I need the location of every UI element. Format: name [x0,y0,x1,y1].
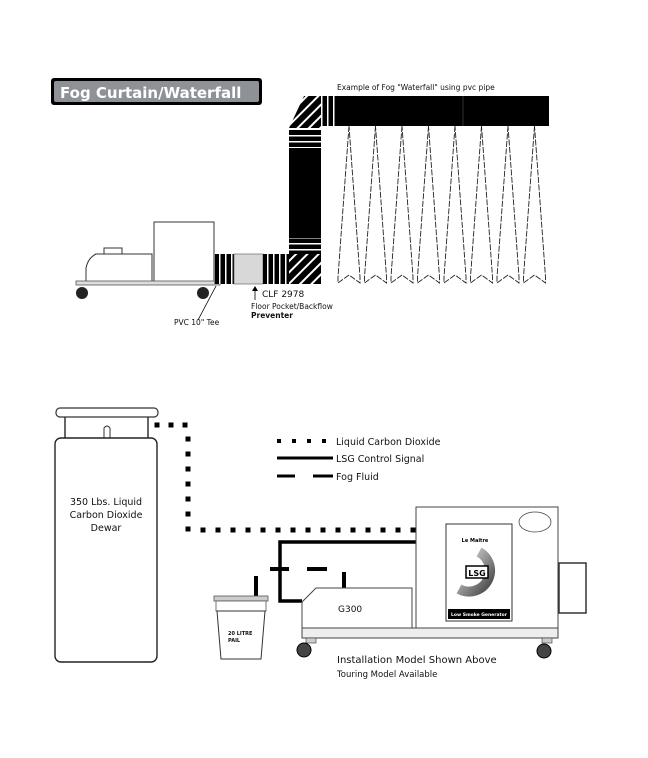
fog-stream [523,125,546,284]
dewar-label-line2: Carbon Dioxide [70,510,143,521]
caster-wheel [76,287,88,299]
co2-dot [200,527,206,533]
co2-dot [215,527,221,533]
co2-dot [335,527,341,533]
co2-dot [395,527,401,533]
fog-stream [390,125,414,284]
co2-dot [260,527,266,533]
co2-dot [305,527,311,533]
co2-dot [185,481,191,487]
caster-wheel-left [296,637,317,658]
legend-dot [277,439,281,443]
co2-dot [182,422,188,428]
co2-dot [380,527,386,533]
pail-label-line1: 20 LITRE [228,631,253,637]
caster-wheel-right [536,637,553,659]
co2-dot [410,527,416,533]
co2-dot [168,422,174,428]
dewar-label-line3: Dewar [91,523,122,534]
co2-dot [290,527,296,533]
caption-touring: Touring Model Available [336,670,437,680]
dewar-label-line1: 350 Lbs. Liquid [70,497,142,508]
co2-dot [185,511,191,517]
part-desc-line1: Floor Pocket/Backflow [251,302,333,311]
legend-dot [292,439,296,443]
caster-wheel [197,287,209,299]
fog-stream [443,125,467,284]
fog-machine-cart [75,221,221,299]
co2-dot [185,526,191,532]
legend-dot [307,439,311,443]
fog-stream [364,125,387,284]
co2-dot [245,527,251,533]
co2-dot [185,451,191,457]
fluid-pail: 20 LITRE PAIL [213,595,269,660]
co2-dot [350,527,356,533]
fogger-label: G300 [338,605,362,615]
co2-supply-line [154,422,416,533]
legend-dot [322,439,326,443]
part-desc-line2: Preventer [251,311,293,320]
lsg-output-nozzle [558,562,587,614]
co2-dot [230,527,236,533]
co2-dot [154,422,160,428]
lsg-swirl-icon [456,547,496,597]
fog-stream [496,125,520,284]
legend: Liquid Carbon Dioxide LSG Control Signal… [277,437,441,483]
waterfall-header-pipe [335,96,549,126]
lsg-unit: Le Maitre LSG Low Smoke Generator [415,506,587,629]
title-badge: Fog Curtain/Waterfall [51,78,262,105]
co2-dot [320,527,326,533]
co2-dot [185,466,191,472]
fog-streams [337,125,546,284]
title-badge-text: Fog Curtain/Waterfall [60,84,241,102]
legend-label-control: LSG Control Signal [336,454,424,465]
tee-label: PVC 10" Tee [174,318,220,327]
lsg-brand: Le Maitre [462,538,489,544]
legend-swatch-dotted [277,439,326,443]
co2-dot [275,527,281,533]
lsg-logo: LSG [468,569,485,578]
example-caption: Example of Fog "Waterfall" using pvc pip… [337,83,495,92]
fog-stream [417,125,440,284]
part-number: CLF 2978 [262,290,305,300]
co2-dot [185,496,191,502]
fog-fluid-line [254,567,346,597]
pvc-ducting [214,96,549,285]
fog-stream [470,125,493,284]
co2-dot [185,436,191,442]
tee-pointer [197,285,217,321]
co2-dewar: 350 Lbs. Liquid Carbon Dioxide Dewar [54,407,159,663]
fog-stream [337,125,361,284]
base-frame [301,627,559,639]
g300-fogger: G300 [301,587,413,629]
legend-label-fluid: Fog Fluid [336,472,379,483]
legend-label-co2: Liquid Carbon Dioxide [336,437,441,448]
lsg-panel: Le Maitre LSG Low Smoke Generator [445,523,513,622]
pail-label-line2: PAIL [228,638,241,644]
control-signal-line [278,540,416,603]
lsg-footer: Low Smoke Generator [451,612,508,618]
co2-dot [365,527,371,533]
caption-installation: Installation Model Shown Above [337,655,497,666]
